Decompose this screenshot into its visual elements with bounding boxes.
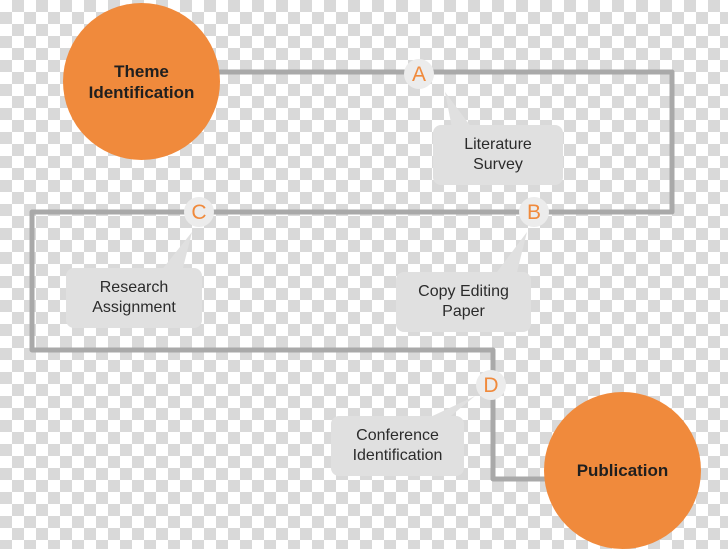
step-node-d: D (476, 370, 506, 400)
connector-path (29, 69, 675, 482)
pointer-conference-identification (424, 396, 475, 420)
end-label: Publication (576, 461, 669, 480)
pointer-research-assignment (160, 232, 192, 272)
end-circle: Publication (544, 392, 701, 549)
main-connector-line (29, 69, 675, 482)
step-marker-b: B (526, 200, 541, 224)
step-box-copy-editing: Copy Editing Paper (396, 272, 531, 332)
step-node-a: A (404, 59, 434, 89)
callout-pointers (160, 92, 527, 420)
step-node-b: B (519, 197, 549, 227)
pointer-literature-survey (445, 92, 472, 128)
step-marker-c: C (191, 200, 207, 224)
step-label-literature-survey: Literature Survey (464, 136, 532, 173)
step-box-conference-identification: Conference Identification (331, 416, 464, 476)
pointer-copy-editing (494, 232, 527, 276)
step-box-research-assignment: Research Assignment (66, 268, 202, 328)
step-label-copy-editing: Copy Editing Paper (418, 283, 509, 320)
step-label-research-assignment: Research Assignment (92, 279, 176, 316)
step-marker-d: D (483, 373, 499, 397)
step-box-literature-survey: Literature Survey (433, 125, 563, 185)
step-node-c: C (184, 197, 214, 227)
start-label: Theme Identification (88, 61, 195, 102)
start-circle: Theme Identification (63, 3, 220, 160)
step-marker-a: A (411, 62, 426, 86)
step-label-conference-identification: Conference Identification (352, 427, 443, 464)
